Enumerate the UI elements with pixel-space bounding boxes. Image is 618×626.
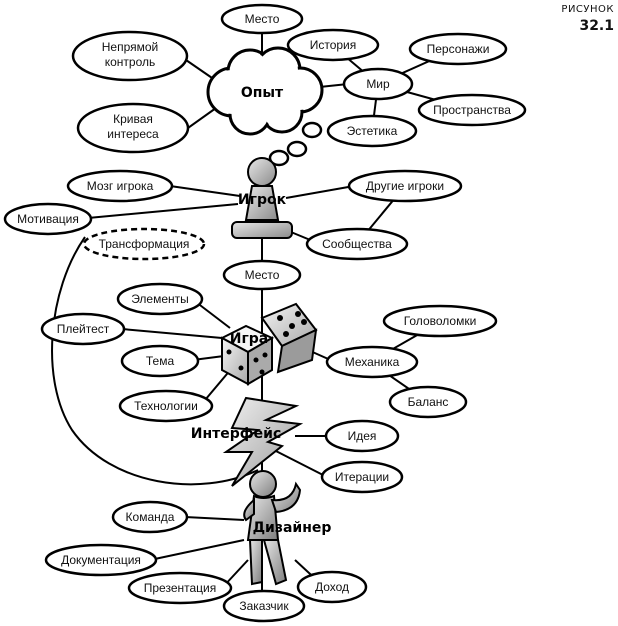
thought-bubbles-icon [268, 121, 323, 167]
node-spaces-label: Пространства [433, 103, 511, 117]
figure-label: РИСУНОК 32.1 [561, 2, 614, 34]
lightning-icon [222, 396, 304, 487]
player-pawn: Игрок [231, 157, 293, 239]
node-documentation-label: Документация [61, 553, 141, 567]
node-world-label: Мир [366, 77, 390, 91]
node-indirect-control-line1: Непрямой [102, 40, 159, 54]
node-mesto-top: Место [220, 3, 304, 35]
node-story: История [286, 28, 380, 62]
node-theme-label: Тема [146, 354, 175, 368]
pawn-head-icon [247, 157, 277, 187]
hub-interface-label: Интерфейс [191, 426, 282, 442]
node-transformation: Трансформация [82, 227, 206, 261]
node-documentation: Документация [44, 543, 158, 577]
node-presentation-label: Презентация [144, 581, 217, 595]
designer-figure: Дизайнер [243, 470, 332, 586]
node-characters-label: Персонажи [427, 42, 490, 56]
node-motivation-label: Мотивация [17, 212, 79, 226]
node-story-label: История [310, 38, 357, 52]
node-technology-label: Технологии [134, 399, 198, 413]
node-puzzles-label: Головоломки [404, 314, 477, 328]
hub-designer-label: Дизайнер [253, 520, 332, 536]
node-balance-label: Баланс [408, 395, 449, 409]
node-balance: Баланс [388, 385, 468, 419]
node-idea-label: Идея [348, 429, 377, 443]
nodes: Место Непрямой контроль История Персонаж… [3, 3, 527, 623]
node-other-players-label: Другие игроки [366, 179, 444, 193]
node-transformation-label: Трансформация [99, 237, 190, 251]
game-dice: Игра [219, 302, 318, 386]
node-iterations: Итерации [320, 460, 404, 494]
die-front-icon [219, 324, 275, 386]
node-aesthetics-label: Эстетика [347, 124, 398, 138]
pawn-base-icon [231, 221, 293, 239]
node-puzzles: Головоломки [382, 304, 498, 338]
node-presentation: Презентация [127, 571, 233, 605]
node-aesthetics: Эстетика [326, 114, 418, 148]
node-iterations-label: Итерации [335, 470, 389, 484]
hub-experience-label: Опыт [241, 85, 284, 101]
thinking-person-icon [243, 470, 302, 586]
node-other-players: Другие игроки [347, 169, 463, 203]
node-profit: Доход [296, 570, 368, 604]
node-client: Заказчик [222, 589, 306, 623]
figure-label-word: РИСУНОК [561, 4, 614, 15]
node-interest-curve-line1: Кривая [113, 112, 153, 126]
node-team: Команда [111, 500, 189, 534]
node-spaces: Пространства [417, 93, 527, 127]
interface-bolt: Интерфейс [191, 396, 304, 487]
node-elements: Элементы [116, 282, 204, 316]
experience-cloud: Опыт [206, 46, 324, 167]
node-player-mind-label: Мозг игрока [87, 179, 154, 193]
node-theme: Тема [120, 344, 200, 378]
hub-game-label: Игра [230, 331, 269, 347]
hub-player-label: Игрок [238, 192, 287, 208]
node-mechanics-label: Механика [345, 355, 400, 369]
node-indirect-control: Непрямой контроль [71, 30, 189, 82]
node-characters: Персонажи [408, 32, 508, 66]
node-player-mind: Мозг игрока [66, 169, 174, 203]
die-back-icon [260, 302, 318, 374]
node-elements-label: Элементы [131, 292, 189, 306]
node-profit-label: Доход [315, 580, 349, 594]
node-mesto-mid-label: Место [245, 268, 280, 282]
figure-number: 32.1 [579, 18, 614, 34]
pawn-body-icon [244, 185, 280, 221]
node-interest-curve: Кривая интереса [76, 102, 190, 154]
node-world: Мир [342, 67, 414, 101]
node-idea: Идея [324, 419, 400, 453]
node-playtest: Плейтест [40, 312, 126, 346]
node-client-label: Заказчик [239, 599, 289, 613]
node-motivation: Мотивация [3, 202, 93, 236]
node-communities: Сообщества [305, 227, 409, 261]
node-interest-curve-line2: интереса [107, 127, 159, 141]
node-mesto-top-label: Место [245, 12, 280, 26]
node-team-label: Команда [126, 510, 175, 524]
node-mesto-mid: Место [222, 259, 302, 291]
node-playtest-label: Плейтест [57, 322, 110, 336]
node-technology: Технологии [118, 389, 214, 423]
node-communities-label: Сообщества [322, 237, 392, 251]
node-mechanics: Механика [325, 345, 419, 379]
node-indirect-control-line2: контроль [105, 55, 156, 69]
